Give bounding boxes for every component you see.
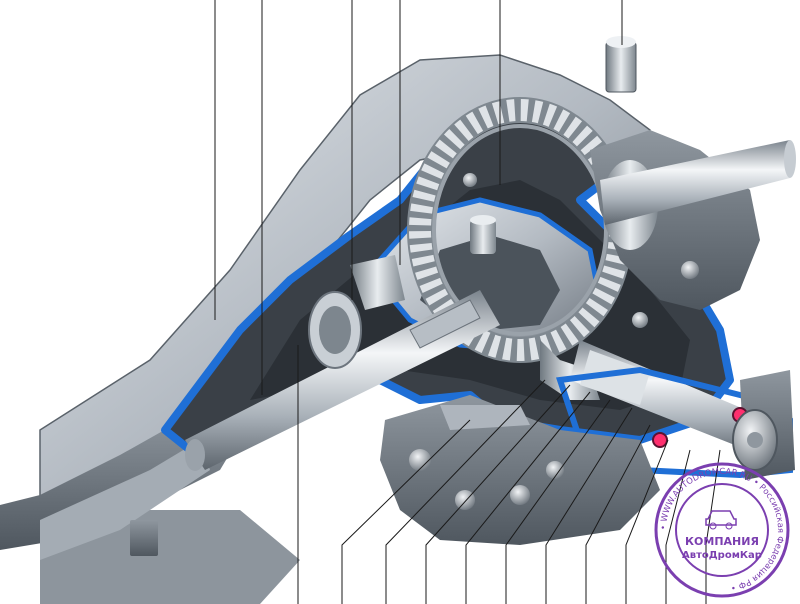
leader-line	[705, 449, 721, 604]
filler-plug	[605, 36, 637, 93]
leader-line	[585, 424, 651, 604]
leader-lines	[214, 0, 721, 604]
housing-bolts	[409, 173, 699, 510]
pinion-flange	[732, 409, 778, 471]
differential-pin	[470, 220, 496, 254]
company-stamp: • WWW.AUTODROMCAR.RU • Российская Федера…	[654, 462, 790, 598]
leader-line	[385, 379, 546, 604]
leader-line	[625, 439, 669, 604]
rear-cover	[380, 395, 660, 545]
mounting-block	[130, 520, 158, 556]
stamp-ring-text: • WWW.AUTODROMCAR.RU • Российская Федера…	[659, 467, 785, 592]
stamp-line-1: КОМПАНИЯ	[685, 535, 759, 548]
leader-line	[665, 449, 691, 604]
leader-line	[341, 419, 471, 604]
leader-line	[545, 407, 633, 604]
stamp-line-2: АвтоДромКар	[682, 550, 762, 561]
oil-seal	[652, 432, 668, 448]
right-axle-shaft	[600, 140, 796, 225]
leader-line	[505, 399, 611, 604]
left-bearing	[308, 255, 405, 369]
leader-line	[425, 384, 571, 604]
leader-line	[465, 391, 591, 604]
car-icon	[705, 510, 737, 530]
left-axle-shaft	[185, 290, 500, 471]
